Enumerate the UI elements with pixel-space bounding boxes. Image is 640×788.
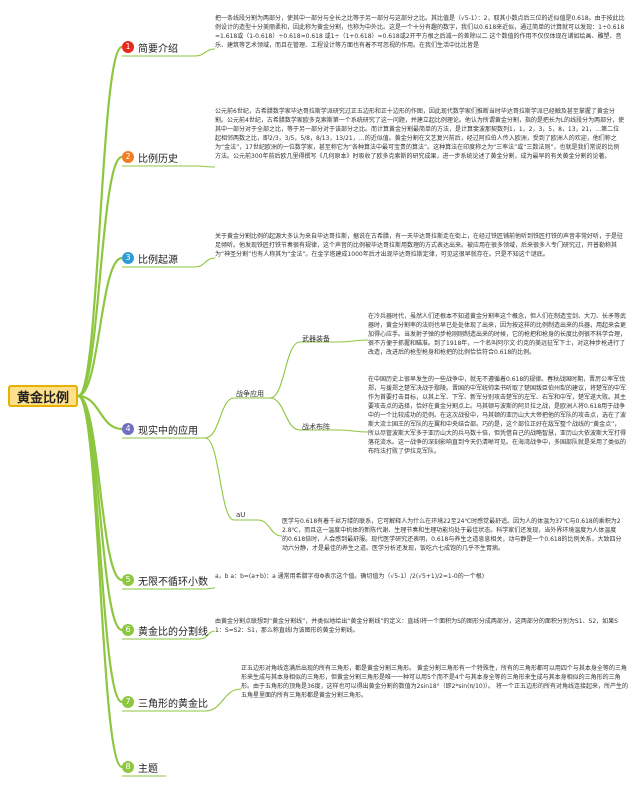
- branch-triangle-golden-ratio[interactable]: 7 三角形的黄金比: [122, 693, 208, 711]
- branch-golden-section-line[interactable]: 6 黄金比的分割线: [122, 621, 208, 639]
- number-badge-2: 2: [122, 151, 134, 163]
- root-node[interactable]: 黄金比例: [8, 385, 78, 407]
- branch-label: 简要介绍: [138, 43, 178, 55]
- number-badge-6: 6: [122, 624, 134, 636]
- number-badge-7: 7: [122, 696, 134, 708]
- leaf-section-line-text: 由黄金分割点联想到“黄金分割线”，并类似地给出“黄金分割线”的定义：直线l将一个…: [215, 618, 618, 634]
- branch-label: 无限不循环小数: [138, 576, 208, 588]
- link-root-8: [76, 394, 124, 769]
- branch-label: 比例历史: [138, 153, 178, 165]
- branch-topic[interactable]: 8 主题: [122, 758, 158, 776]
- leaf-medicine-text: 医学与0.618有着千丝万缕的联系，它可解释人为什么在环境22至24℃时感觉最舒…: [282, 518, 622, 552]
- link-root-2: [77, 155, 123, 398]
- branch-label: 主题: [138, 763, 158, 775]
- number-badge-4: 4: [122, 423, 134, 435]
- branch-label: 黄金比的分割线: [138, 626, 208, 638]
- link-root-5: [77, 394, 123, 582]
- link-root-3: [77, 256, 123, 398]
- leaf-irrational-text: a，b a：b=(a+b)：a 通常用希腊字母Φ表示这个值。确切值为（√5-1）…: [215, 573, 485, 580]
- leaf-triangle-text: 正五边形对角线连满后出现的所有三角形，都是黄金分割三角形。 黄金分割三角形有一个…: [241, 665, 628, 699]
- number-badge-3: 3: [122, 252, 134, 264]
- branch-origin[interactable]: 3 比例起源: [122, 249, 178, 267]
- link-root-7: [77, 394, 123, 704]
- branch-real-world-application[interactable]: 4 现实中的应用: [122, 420, 198, 438]
- link-root-1: [76, 45, 124, 398]
- number-badge-1: 1: [122, 41, 134, 53]
- sub-weapons[interactable]: 武器装备: [302, 335, 330, 343]
- leaf-tactics-text: 在中国历史上很早发生的一些战争中，就无不遵循着0.618的规律。春秋战国时期，晋…: [368, 376, 626, 455]
- number-badge-5: 5: [122, 574, 134, 586]
- sub-au[interactable]: aU: [236, 511, 246, 519]
- branch-label: 比例起源: [138, 254, 178, 266]
- leaf-history-text: 公元前6世纪，古希腊数学家毕达哥拉斯学派研究过正五边形和正十边形的作图，因此现代…: [215, 108, 625, 160]
- sub-war-application[interactable]: 战争应用: [236, 390, 264, 398]
- link-root-6: [77, 394, 123, 632]
- leaf-weapons-text: 在冷兵器时代，虽然人们还根本不知道黄金分割率这个概念，但人们在制造宝剑、大刀、长…: [368, 313, 626, 356]
- leaf-introduction-text: 把一条线段分割为两部分，使其中一部分与全长之比等于另一部分与这部分之比。其比值是…: [215, 15, 625, 49]
- branch-irrational-number[interactable]: 5 无限不循环小数: [122, 571, 208, 589]
- sub-tactics[interactable]: 战术布阵: [302, 423, 330, 431]
- branch-label: 现实中的应用: [138, 425, 198, 437]
- number-badge-8: 8: [122, 761, 134, 773]
- branch-history[interactable]: 2 比例历史: [122, 148, 178, 166]
- branch-introduction[interactable]: 1 简要介绍: [122, 38, 178, 56]
- link-root-4: [77, 394, 123, 431]
- leaf-origin-text: 关于黄金分割比例的起源大多认为来自毕达哥拉斯，据说在古希腊，有一天毕达哥拉斯走在…: [215, 233, 624, 258]
- branch-label: 三角形的黄金比: [138, 698, 208, 710]
